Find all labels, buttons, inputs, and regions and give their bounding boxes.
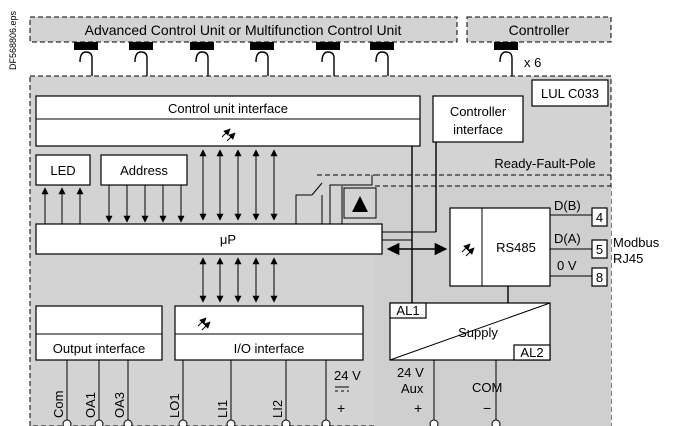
terminal-com: Com — [51, 391, 66, 418]
rj45-pins: 4 5 8 — [591, 207, 608, 287]
signal-0v: 0 V — [557, 258, 577, 273]
v24-aux-plus: + — [414, 400, 422, 416]
control-unit-bar — [29, 16, 458, 43]
com-label: COM — [472, 380, 502, 395]
rs485-label: RS485 — [496, 240, 536, 255]
relay-switch-icon — [295, 174, 377, 224]
cui-bus-arrows — [199, 149, 278, 221]
terminal-oa1: OA1 — [83, 392, 98, 418]
com-minus: − — [483, 400, 491, 416]
io-interface — [174, 305, 364, 361]
ready-fault-pole: Ready-Fault-Pole — [494, 156, 595, 171]
led-block — [35, 154, 91, 186]
v24-aux-label-1: 24 V — [397, 365, 424, 380]
rs485-optocoupler-icon — [461, 243, 475, 257]
terminal-li1: LI1 — [215, 400, 230, 418]
address-arrows — [105, 185, 185, 223]
side-code: DF568806.eps — [8, 10, 18, 70]
controller-interface-label-1: Controller — [450, 104, 507, 119]
microprocessor — [35, 223, 383, 255]
module-ref: LUL C033 — [541, 86, 599, 101]
address-label: Address — [120, 163, 168, 178]
signal-da: D(A) — [554, 231, 581, 246]
rj45-label: RJ45 — [613, 251, 643, 266]
al2-label: AL2 — [520, 345, 543, 360]
pin-8: 8 — [596, 270, 603, 285]
pin-5: 5 — [596, 242, 603, 257]
module-ref-box — [531, 79, 609, 107]
microprocessor-label: μP — [220, 232, 236, 247]
v24-aux-label-2: Aux — [401, 381, 424, 396]
io-optocoupler-icon — [197, 317, 211, 331]
io-interface-label: I/O interface — [234, 341, 305, 356]
terminal-circles — [62, 419, 501, 426]
output-interface-label: Output interface — [53, 341, 146, 356]
modbus-label: Modbus — [613, 235, 660, 250]
al1-label: AL1 — [396, 303, 419, 318]
v24-label: 24 V — [334, 368, 361, 383]
controller-bar-label: Controller — [509, 22, 570, 38]
dc-symbol-icon — [335, 386, 349, 392]
led-arrows — [41, 187, 84, 224]
optocoupler-icon — [221, 128, 236, 142]
led-label: LED — [50, 163, 75, 178]
terminal-oa3: OA3 — [112, 392, 127, 418]
control-unit-bar-label: Advanced Control Unit or Multifunction C… — [85, 22, 402, 38]
terminal-lo1: LO1 — [167, 393, 182, 418]
controller-interface — [432, 95, 524, 143]
terminal-li2: LI2 — [270, 400, 285, 418]
supply-label: Supply — [458, 325, 498, 340]
signal-db: D(B) — [554, 198, 581, 213]
control-unit-interface-label: Control unit interface — [168, 101, 288, 116]
v24-plus: + — [337, 400, 345, 416]
address-block — [100, 154, 188, 186]
multiplier: x 6 — [524, 55, 541, 70]
control-unit-interface — [35, 95, 421, 147]
controller-bar — [466, 16, 612, 43]
pin-4: 4 — [596, 210, 603, 225]
io-bus-arrows — [199, 257, 278, 303]
controller-interface-label-2: interface — [453, 122, 503, 137]
top-connectors — [74, 42, 518, 96]
bottom-terminal-lines — [66, 360, 497, 420]
